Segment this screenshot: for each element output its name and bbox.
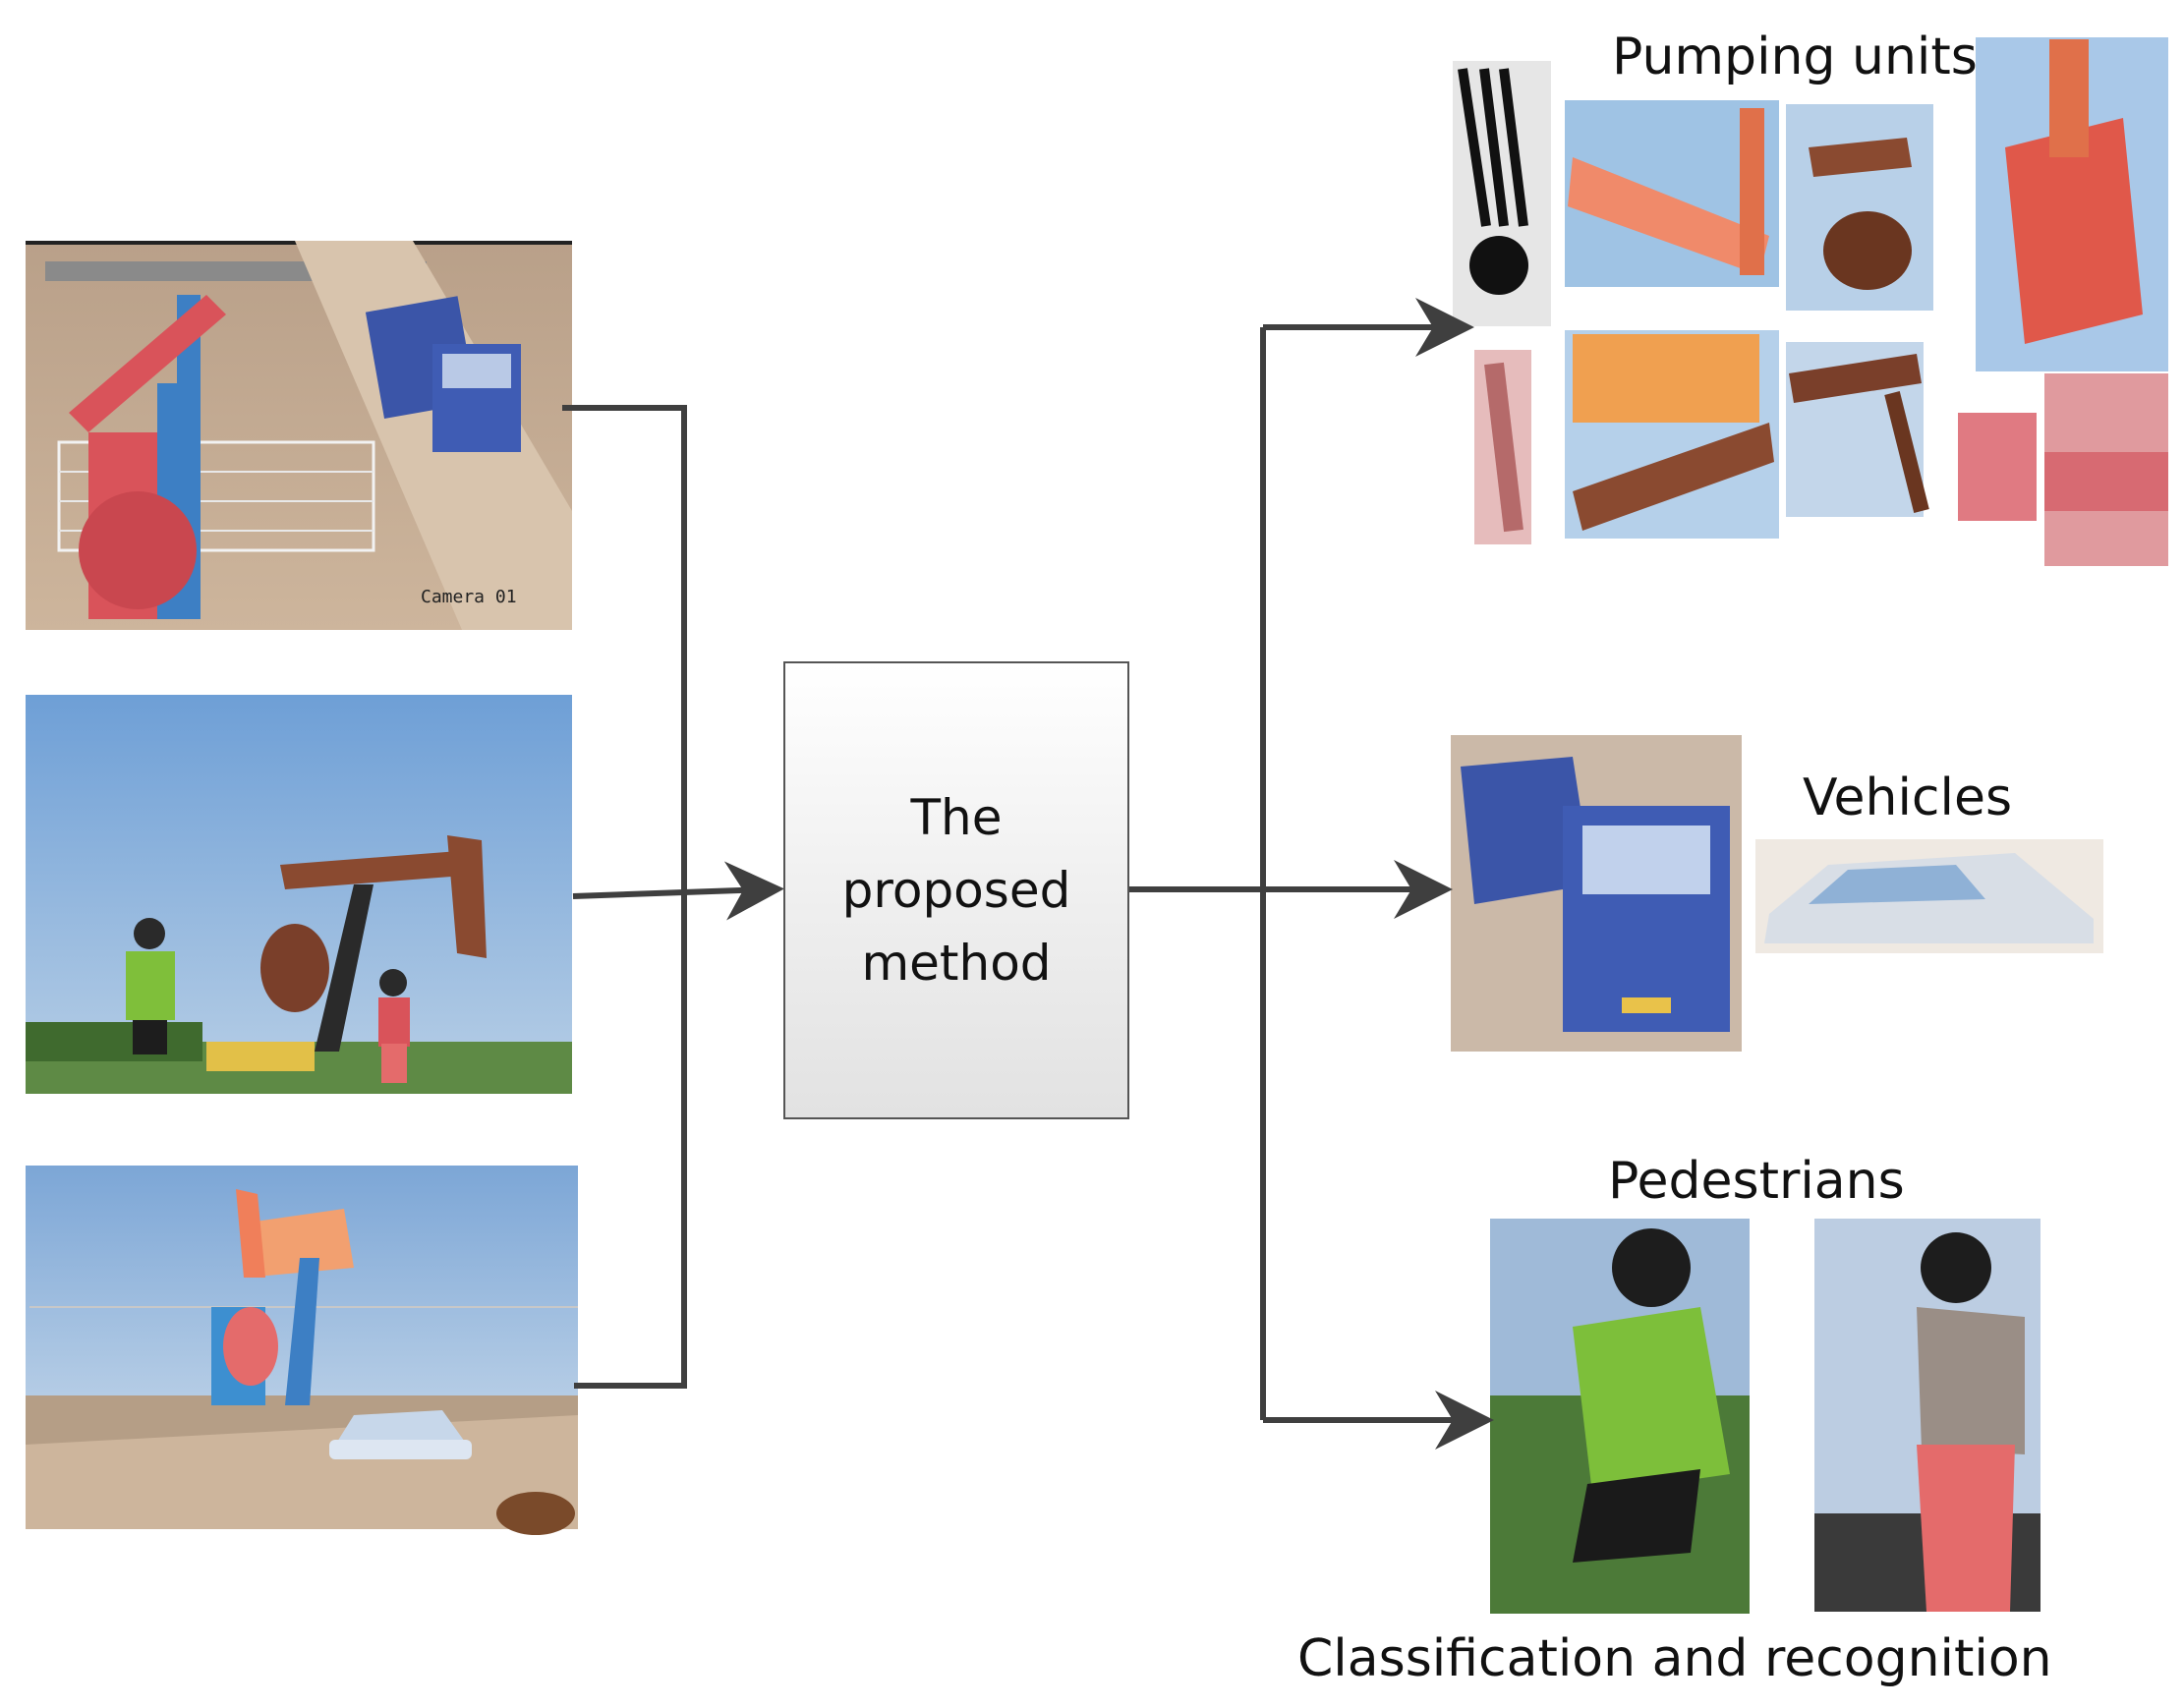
output-connectors (1129, 298, 1494, 1450)
pumping-units-label: Pumping units (1612, 28, 1978, 86)
input-photo-pump-car (26, 1166, 578, 1535)
pedestrians-label: Pedestrians (1608, 1152, 1905, 1211)
output-pumping-crops (1453, 37, 2168, 566)
vehicles-label: Vehicles (1803, 769, 2013, 827)
input-photo-camera (26, 241, 572, 630)
classification-recognition-label: Classification and recognition (1297, 1629, 2052, 1688)
output-vehicle-crops (1451, 735, 2103, 1052)
proposed-method-label: The proposed method (841, 789, 1071, 992)
output-pedestrian-crops (1490, 1219, 2040, 1614)
input-photo-pedestrians (26, 695, 572, 1094)
input-connectors (562, 405, 784, 1389)
camera-overlay-label: Camera 01 (421, 587, 517, 607)
proposed-method-box: The proposed method (783, 661, 1129, 1119)
